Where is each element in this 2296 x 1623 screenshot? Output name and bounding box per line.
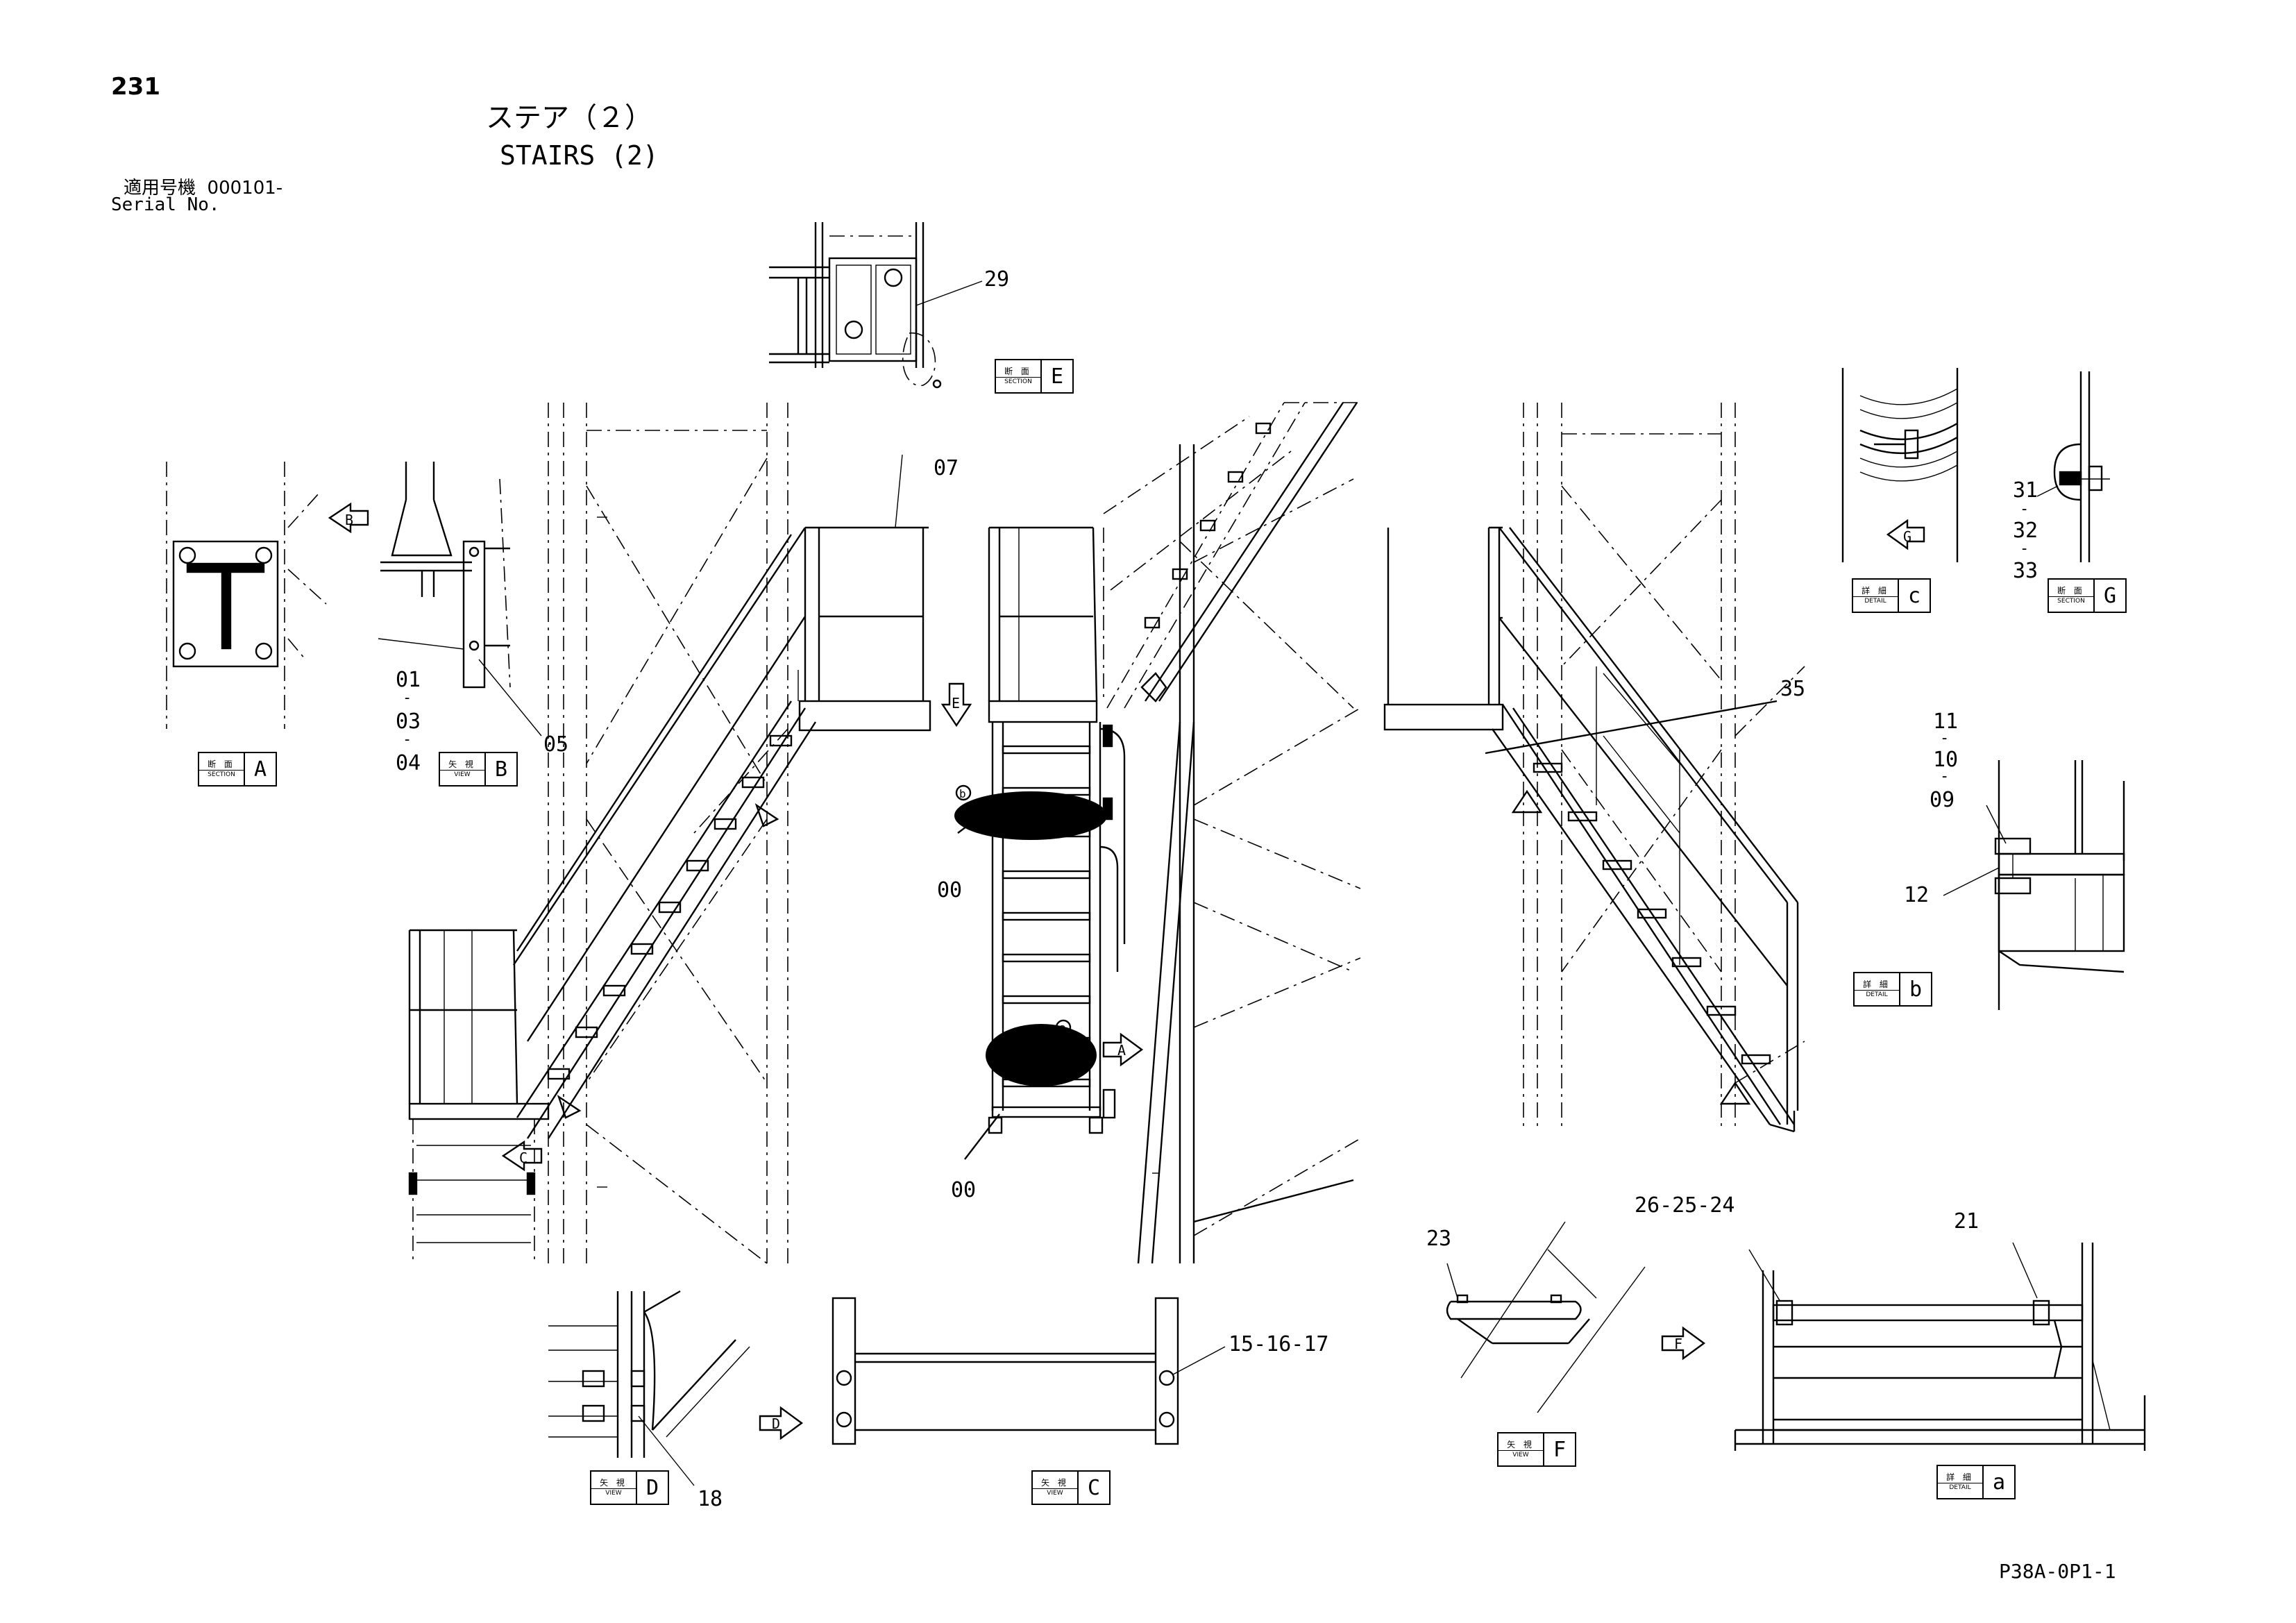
view-b-sketch [378,462,542,737]
serial-label-japanese: 適用号機 000101- [124,178,283,199]
callout-07: 07 [934,456,959,480]
callout-00-lower: 00 [951,1178,977,1202]
callout-01: 01 [396,668,421,692]
leader-lines [957,700,1778,1160]
svg-text:E: E [952,695,960,712]
callout-04: 04 [396,751,421,775]
callout-21: 21 [1954,1209,1980,1234]
view-c-sketch [832,1297,1226,1445]
svg-text:b: b [959,787,966,800]
arrow-marker-f: F [1661,1326,1706,1361]
callout-09: 09 [1930,788,1955,812]
drawing-code: P38A-0P1-1 [1999,1560,2116,1583]
main-elevation-right [1383,403,1805,1133]
callout-03: 03 [396,709,421,734]
svg-text:B: B [345,512,353,528]
page-number: 231 [111,73,160,101]
view-d-sketch [548,1290,750,1486]
callout-23: 23 [1426,1227,1452,1251]
callout-dash: - [403,689,412,707]
callout-00-upper: 00 [937,878,963,902]
detail-c-sketch [1841,368,1959,562]
callout-18: 18 [698,1487,723,1511]
svg-text:a: a [1059,1021,1066,1034]
svg-text:C: C [519,1150,527,1166]
callout-26-25-24: 26-25-24 [1635,1193,1735,1218]
arrow-marker-b: B [328,502,369,534]
callout-dash: - [2020,501,2029,518]
callout-11: 11 [1933,709,1959,734]
inclined-stair-dashed [1103,402,1361,1264]
arrow-marker-g: G [1886,519,1925,550]
callout-29: 29 [984,267,1010,292]
section-e-sketch [769,222,983,389]
callout-10: 10 [1933,748,1959,772]
section-g-sketch [2036,371,2110,562]
arrow-marker-d: D [759,1406,804,1440]
callout-35: 35 [1780,677,1806,701]
arrow-marker-a: A [1102,1032,1144,1067]
callout-15-16-17: 15-16-17 [1229,1332,1329,1356]
svg-text:D: D [772,1415,780,1432]
callout-dash: - [1940,730,1950,747]
section-a-sketch [166,462,327,729]
title-english: STAIRS (2) [500,140,659,171]
callout-12: 12 [1904,883,1930,907]
title-japanese: ステア（２） [486,102,652,134]
svg-text:A: A [1117,1042,1126,1059]
callout-33: 33 [2013,559,2038,583]
callout-dash: - [403,731,412,748]
main-elevation-left [408,403,931,1264]
callout-dash: - [2020,540,2029,557]
serial-label-english: Serial No. [111,194,220,215]
svg-text:G: G [1903,528,1911,545]
detail-b-sketch [1943,760,2125,1010]
svg-text:F: F [1674,1336,1682,1352]
serial-value: 000101- [207,178,283,199]
detail-a-sketch [1734,1242,2146,1451]
view-f-sketch [1446,1221,1646,1413]
arrow-marker-c: C [501,1140,543,1172]
callout-dash: - [1940,768,1950,785]
callout-31: 31 [2013,478,2038,503]
callout-32: 32 [2013,519,2038,543]
callout-05: 05 [543,732,569,757]
main-elevation-center: b a [954,526,1126,1134]
arrow-marker-e: E [940,682,972,728]
